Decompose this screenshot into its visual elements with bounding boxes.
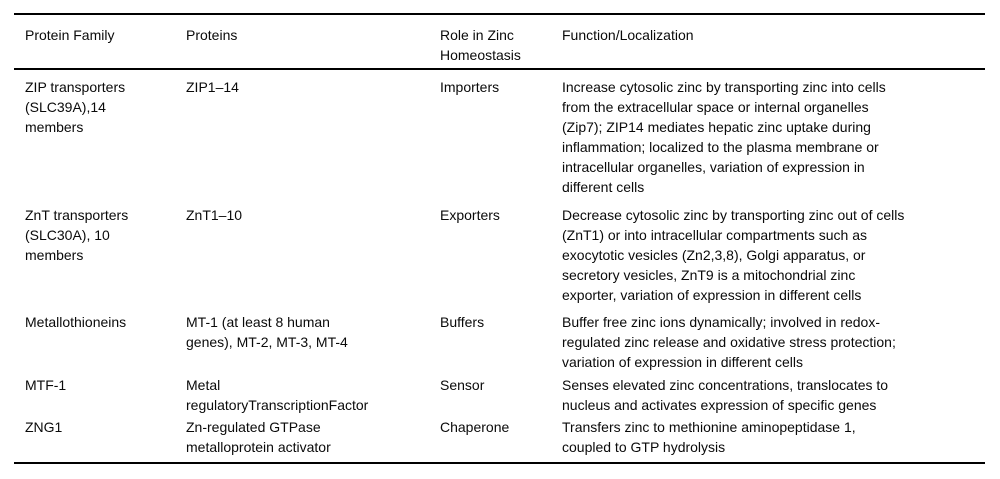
cell-protein-family: ZnT transporters (SLC30A), 10 members xyxy=(25,207,129,263)
cell-function: Transfers zinc to methionine aminopeptid… xyxy=(562,419,856,455)
cell-proteins: MT-1 (at least 8 human genes), MT-2, MT-… xyxy=(186,314,348,350)
cell-proteins: ZIP1–14 xyxy=(186,79,239,95)
cell-function: Buffer free zinc ions dynamically; invol… xyxy=(562,314,896,370)
cell-role: Sensor xyxy=(440,377,485,393)
protein-family-table: Protein Family Proteins Role in Zinc Hom… xyxy=(14,13,985,464)
cell-proteins: Metal regulatoryTranscriptionFactor xyxy=(186,377,369,413)
cell-function: Decrease cytosolic zinc by transporting … xyxy=(562,207,905,303)
column-header-proteins: Proteins xyxy=(186,14,440,70)
cell-proteins: ZnT1–10 xyxy=(186,207,243,223)
cell-protein-family: ZIP transporters (SLC39A),14 members xyxy=(25,79,126,135)
table-row-metallothioneins: Metallothioneins MT-1 (at least 8 human … xyxy=(14,312,985,375)
column-header-protein-family: Protein Family xyxy=(14,14,186,70)
table-row-zip-transporters: ZIP transporters (SLC39A),14 members ZIP… xyxy=(14,69,985,205)
column-header-role: Role in Zinc Homeostasis xyxy=(440,14,562,70)
cell-role: Importers xyxy=(440,79,500,95)
cell-role: Buffers xyxy=(440,314,485,330)
cell-protein-family: Metallothioneins xyxy=(25,314,127,330)
cell-protein-family: ZNG1 xyxy=(25,419,63,435)
cell-role: Exporters xyxy=(440,207,500,223)
cell-function: Senses elevated zinc concentrations, tra… xyxy=(562,377,889,413)
protein-table-container: Protein Family Proteins Role in Zinc Hom… xyxy=(14,13,985,464)
table-row-mtf-1: MTF-1 Metal regulatoryTranscriptionFacto… xyxy=(14,375,985,417)
table-row-znt-transporters: ZnT transporters (SLC30A), 10 members Zn… xyxy=(14,205,985,312)
table-row-zng1: ZNG1 Zn-regulated GTPase metalloprotein … xyxy=(14,417,985,463)
cell-function: Increase cytosolic zinc by transporting … xyxy=(562,79,886,195)
cell-protein-family: MTF-1 xyxy=(25,377,67,393)
cell-proteins: Zn-regulated GTPase metalloprotein activ… xyxy=(186,419,331,455)
table-header-row: Protein Family Proteins Role in Zinc Hom… xyxy=(14,14,985,70)
cell-role: Chaperone xyxy=(440,419,510,435)
column-header-function: Function/Localization xyxy=(562,14,985,70)
